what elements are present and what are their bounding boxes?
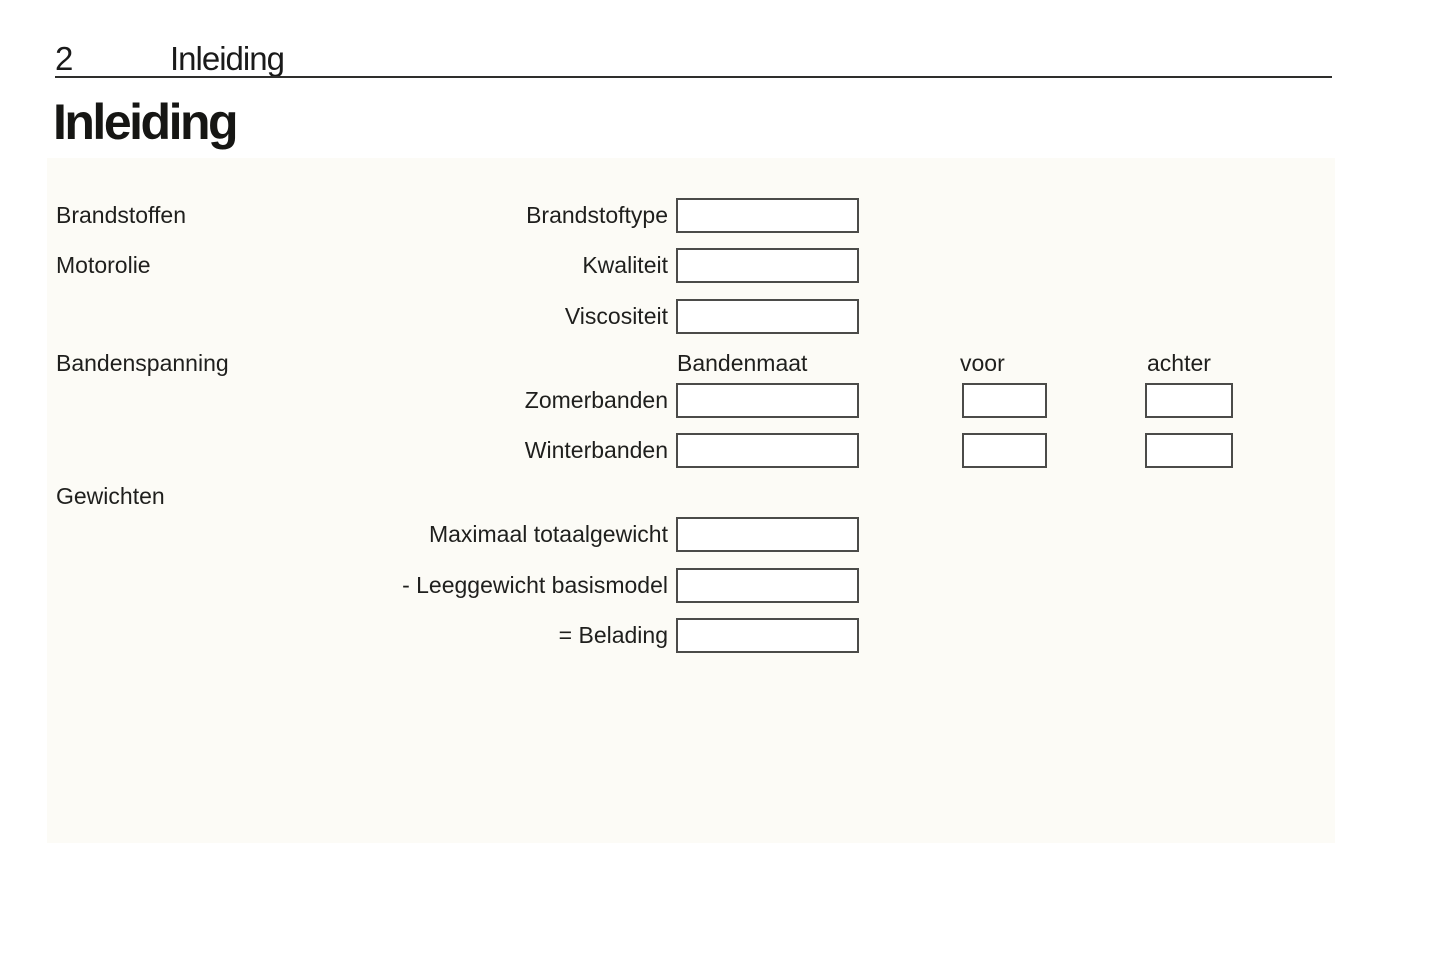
- payload-input[interactable]: [676, 618, 859, 653]
- kerb-weight-input[interactable]: [676, 568, 859, 603]
- form-row-winter-tires: Winterbanden: [47, 433, 1335, 468]
- section-label-engine-oil: Motorolie: [56, 252, 151, 278]
- chapter-name: Inleiding: [170, 40, 285, 77]
- header-rule: [55, 76, 1332, 78]
- max-total-weight-input[interactable]: [676, 517, 859, 552]
- summer-tire-size-input[interactable]: [676, 383, 859, 418]
- form-row-payload: = Belading: [47, 618, 1335, 653]
- form-row-kerb-weight: - Leeggewicht basismodel: [47, 568, 1335, 603]
- oil-viscosity-input[interactable]: [676, 299, 859, 334]
- section-label-fuels: Brandstoffen: [56, 202, 187, 228]
- form-row-summer-tires: Zomerbanden: [47, 383, 1335, 418]
- field-label-winter-tires: Winterbanden: [524, 437, 668, 463]
- form-row-max-total-weight: Maximaal totaalgewicht: [47, 517, 1335, 552]
- page-number: 2: [55, 40, 73, 77]
- field-label-oil-quality: Kwaliteit: [582, 252, 668, 278]
- winter-tire-front-pressure-input[interactable]: [962, 433, 1047, 468]
- field-label-kerb-weight: - Leeggewicht basismodel: [402, 572, 668, 598]
- page-title: Inleiding: [53, 94, 239, 150]
- column-header-rear: achter: [1147, 350, 1211, 376]
- form-row-weights-section: Gewichten: [47, 483, 1335, 509]
- fuel-type-input[interactable]: [676, 198, 859, 233]
- form-row-tire-headers: Bandenspanning Bandenmaat voor achter: [47, 350, 1335, 376]
- summer-tire-front-pressure-input[interactable]: [962, 383, 1047, 418]
- oil-quality-input[interactable]: [676, 248, 859, 283]
- field-label-max-total-weight: Maximaal totaalgewicht: [428, 521, 668, 547]
- column-header-front: voor: [960, 350, 1005, 376]
- form-row-oil-quality: Motorolie Kwaliteit: [47, 248, 1335, 283]
- summer-tire-rear-pressure-input[interactable]: [1145, 383, 1233, 418]
- field-label-payload: = Belading: [558, 622, 668, 648]
- winter-tire-rear-pressure-input[interactable]: [1145, 433, 1233, 468]
- column-header-tire-size: Bandenmaat: [677, 350, 808, 376]
- section-label-weights: Gewichten: [56, 483, 165, 509]
- field-label-summer-tires: Zomerbanden: [524, 387, 668, 413]
- section-label-tire-pressure: Bandenspanning: [56, 350, 229, 376]
- winter-tire-size-input[interactable]: [676, 433, 859, 468]
- form-row-oil-viscosity: Viscositeit: [47, 299, 1335, 334]
- fill-in-form-panel: Brandstoffen Brandstoftype Motorolie Kwa…: [47, 158, 1335, 843]
- field-label-fuel-type: Brandstoftype: [526, 202, 668, 228]
- field-label-oil-viscosity: Viscositeit: [564, 303, 668, 329]
- form-row-fuel-type: Brandstoffen Brandstoftype: [47, 198, 1335, 233]
